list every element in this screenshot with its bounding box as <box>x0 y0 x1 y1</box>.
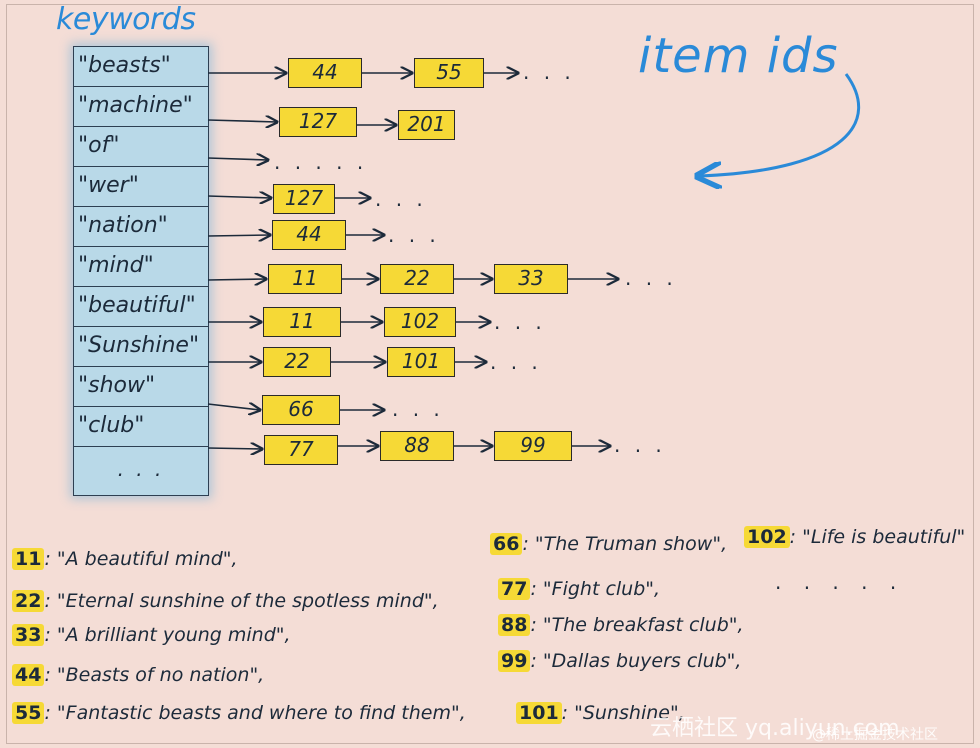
item-ids-arrow <box>700 73 861 176</box>
legend-entry-44: 44: "Beasts of no nation", <box>12 664 264 686</box>
legend-entry-66: 66: "The Truman show", <box>490 533 727 555</box>
continuation-dots: . . . <box>625 266 677 290</box>
keyword-cell-more: . . . <box>117 457 165 481</box>
keyword-cell: "nation" <box>74 207 208 247</box>
continuation-dots: . . . <box>494 310 546 334</box>
legend-entry-88: 88: "The breakfast club", <box>498 614 744 636</box>
frame-border <box>6 4 974 744</box>
pointer-arrow <box>207 235 270 236</box>
legend-more-dots: . . . . . <box>775 570 905 594</box>
keyword-cell: "machine" <box>74 87 208 127</box>
item-box-127: 127 <box>279 107 357 137</box>
item-box-55: 55 <box>414 58 484 88</box>
item-box-201: 201 <box>398 110 455 140</box>
legend-entry-77: 77: "Fight club", <box>498 578 660 600</box>
keywords-table: "beasts" "machine" "of" "wer" "nation" "… <box>73 46 209 496</box>
continuation-dots: . . . <box>523 60 575 84</box>
continuation-dots: . . . <box>375 187 427 211</box>
legend-entry-102: 102: "Life is beautiful" <box>744 526 965 548</box>
keyword-cell: "of" <box>74 127 208 167</box>
item-ids-label: item ids <box>638 28 839 84</box>
item-box-22: 22 <box>263 347 331 377</box>
item-box-101: 101 <box>387 347 455 377</box>
keyword-cell: "club" <box>74 407 208 447</box>
legend-entry-11: 11: "A beautiful mind", <box>12 548 238 570</box>
pointer-arrow <box>207 404 260 410</box>
keyword-cell: "beasts" <box>74 47 208 87</box>
continuation-dots: . . . . . <box>274 150 368 174</box>
keywords-title: keywords <box>56 2 196 37</box>
item-box-44: 44 <box>288 58 362 88</box>
item-box-44: 44 <box>272 220 346 250</box>
pointer-arrow <box>207 196 271 198</box>
continuation-dots: . . . <box>388 223 440 247</box>
pointer-arrow <box>207 158 268 160</box>
legend-entry-99: 99: "Dallas buyers club", <box>498 650 741 672</box>
item-box-127: 127 <box>273 184 335 214</box>
keyword-cell: "mind" <box>74 247 208 287</box>
item-box-88: 88 <box>380 431 454 461</box>
item-box-77: 77 <box>264 435 338 465</box>
item-box-11: 11 <box>268 264 342 294</box>
keyword-cell: "Sunshine" <box>74 327 208 367</box>
keyword-cell: "show" <box>74 367 208 407</box>
item-box-99: 99 <box>494 431 572 461</box>
pointer-arrow <box>207 120 277 122</box>
continuation-dots: . . . <box>490 350 542 374</box>
continuation-dots: . . . <box>614 433 666 457</box>
legend-entry-22: 22: "Eternal sunshine of the spotless mi… <box>12 590 439 612</box>
legend-entry-101: 101: "Sunshine", <box>516 702 685 724</box>
item-box-11: 11 <box>263 307 341 337</box>
watermark-left: 云栖社区 yq.aliyun.com <box>650 716 900 741</box>
keyword-cell: "beautiful" <box>74 287 208 327</box>
legend-entry-33: 33: "A brilliant young mind", <box>12 624 291 646</box>
pointer-arrow <box>207 448 262 449</box>
item-box-102: 102 <box>384 307 456 337</box>
legend-entry-55: 55: "Fantastic beasts and where to find … <box>12 702 466 724</box>
keyword-cell: "wer" <box>74 167 208 207</box>
pointer-arrow <box>207 279 266 280</box>
watermark-right: @稀土掘金技术社区 <box>812 727 938 743</box>
continuation-dots: . . . <box>392 397 444 421</box>
item-box-33: 33 <box>494 264 568 294</box>
item-box-66: 66 <box>262 395 340 425</box>
item-box-22: 22 <box>380 264 454 294</box>
